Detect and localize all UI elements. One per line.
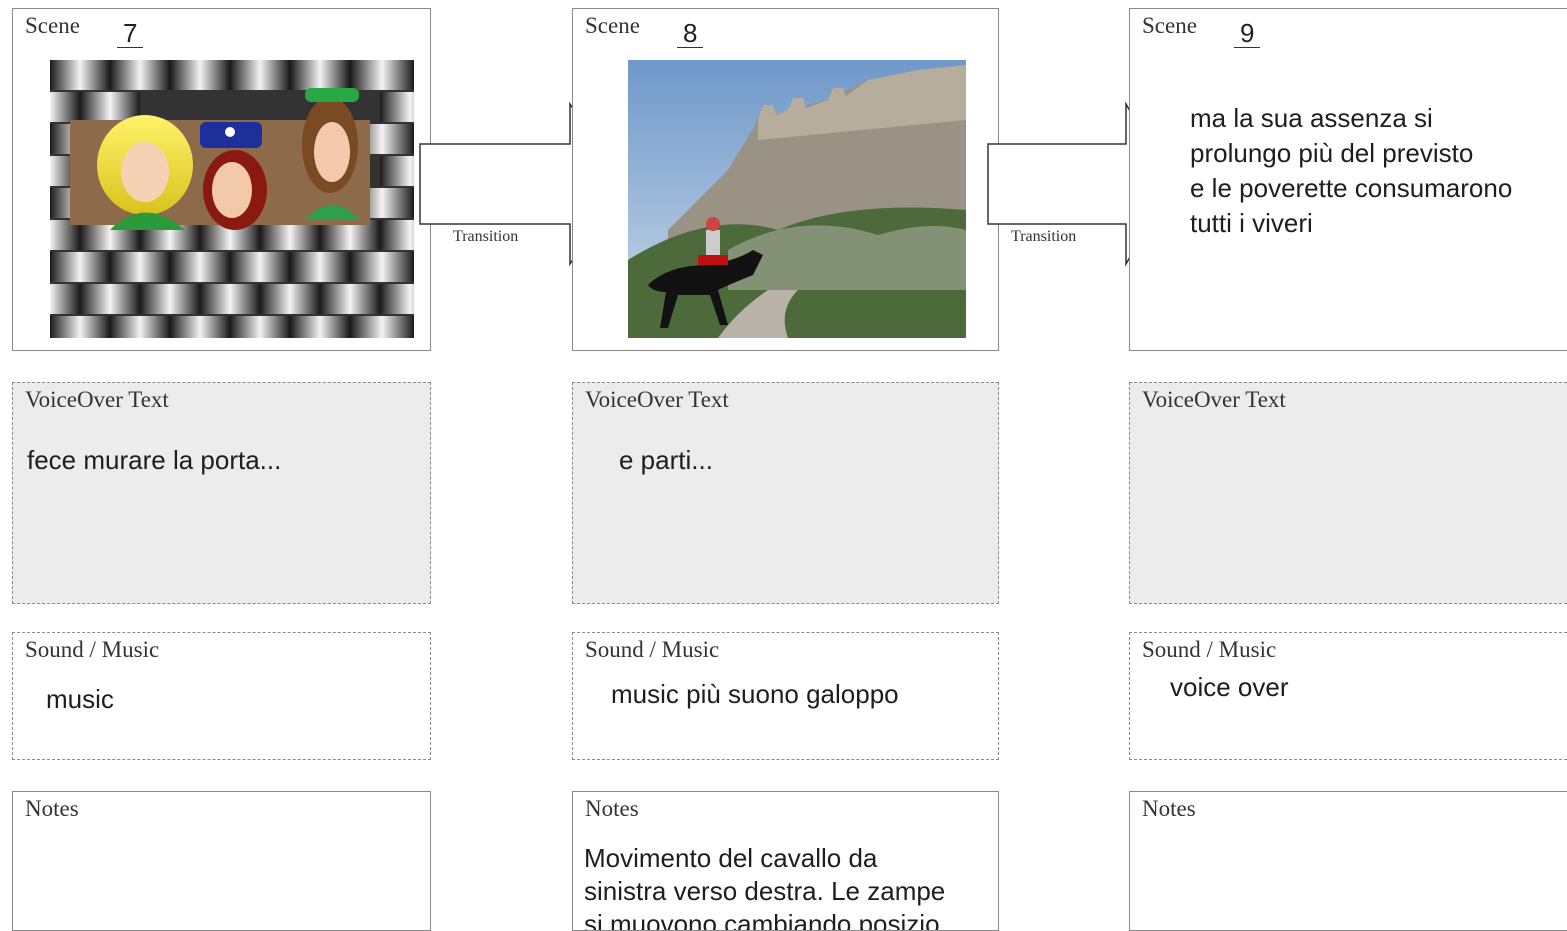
sound-label: Sound / Music — [1142, 637, 1277, 662]
voiceover-label: VoiceOver Text — [25, 387, 169, 412]
notes-box-8: Notes Movimento del cavallo da sinistra … — [572, 791, 999, 931]
sound-label: Sound / Music — [25, 637, 160, 662]
scene-8-panel: Scene 8 — [572, 8, 999, 351]
voiceover-label: VoiceOver Text — [1142, 387, 1286, 412]
voiceover-box-7: VoiceOver Text fece murare la porta... — [12, 382, 431, 604]
notes-text: Movimento del cavallo da sinistra verso … — [584, 843, 946, 931]
transition-label-1: Transition — [453, 228, 519, 245]
sound-text: voice over — [1170, 672, 1289, 702]
notes-label: Notes — [25, 796, 79, 821]
sound-label: Sound / Music — [585, 637, 720, 662]
scene-label: Scene — [25, 13, 80, 38]
scene-7-panel: Scene 7 — [12, 8, 431, 351]
voiceover-box-8: VoiceOver Text e parti... — [572, 382, 999, 604]
voiceover-text: e parti... — [619, 445, 713, 475]
sound-text: music più suono galoppo — [611, 679, 899, 709]
voiceover-text: fece murare la porta... — [27, 445, 282, 475]
scene-number: 7 — [117, 19, 144, 48]
voiceover-box-9: VoiceOver Text — [1129, 382, 1567, 604]
transition-label-2: Transition — [1011, 228, 1077, 245]
scene-8-image — [628, 60, 966, 338]
notes-label: Notes — [585, 796, 639, 821]
sound-box-7: Sound / Music music — [12, 632, 431, 760]
scene-number: 9 — [1234, 19, 1261, 48]
scene-label: Scene — [1142, 13, 1197, 38]
sound-box-8: Sound / Music music più suono galoppo — [572, 632, 999, 760]
scene-9-panel: Scene 9 ma la sua assenza si prolungo pi… — [1129, 8, 1567, 351]
voiceover-label: VoiceOver Text — [585, 387, 729, 412]
notes-label: Notes — [1142, 796, 1196, 821]
notes-box-9: Notes — [1129, 791, 1567, 931]
sound-box-9: Sound / Music voice over — [1129, 632, 1567, 760]
sound-text: music — [46, 684, 114, 714]
scene-9-text: ma la sua assenza si prolungo più del pr… — [1190, 103, 1513, 238]
scene-number: 8 — [677, 19, 704, 48]
scene-7-image — [50, 60, 414, 338]
scene-label: Scene — [585, 13, 640, 38]
notes-box-7: Notes — [12, 791, 431, 931]
